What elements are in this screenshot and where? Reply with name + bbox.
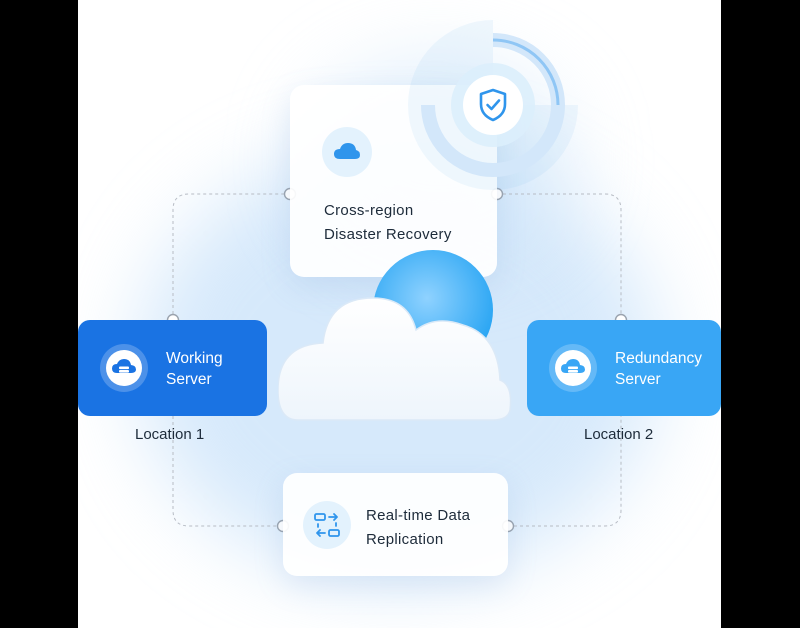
cloud-server-icon (100, 344, 148, 392)
working-server-label: Working Server (166, 348, 223, 390)
data-replication-card: Real-time Data Replication (283, 473, 508, 576)
cloud-icon (322, 127, 372, 177)
working-server-line2: Server (166, 371, 212, 388)
redundancy-server-label: Redundancy Server (615, 348, 702, 390)
disaster-recovery-line1: Cross-region (324, 202, 414, 219)
data-replication-line2: Replication (366, 531, 444, 548)
data-replication-line1: Real-time Data (366, 507, 471, 524)
disaster-recovery-label: Cross-region Disaster Recovery (324, 199, 452, 247)
working-server-line1: Working (166, 350, 223, 367)
disaster-recovery-line2: Disaster Recovery (324, 226, 452, 243)
diagram-canvas: Cross-region Disaster Recovery (78, 0, 721, 628)
shield-check-icon (479, 88, 507, 122)
data-sync-icon (303, 501, 351, 549)
data-replication-label: Real-time Data Replication (366, 504, 470, 552)
working-server-node: Working Server (78, 320, 267, 416)
redundancy-server-line2: Server (615, 371, 661, 388)
location-1-label: Location 1 (135, 426, 205, 443)
cloud-server-icon (549, 344, 597, 392)
shield-badge (408, 20, 578, 195)
central-cloud (278, 250, 512, 421)
redundancy-server-node: Redundancy Server (527, 320, 721, 416)
location-2-label: Location 2 (584, 426, 654, 443)
redundancy-server-line1: Redundancy (615, 350, 703, 367)
